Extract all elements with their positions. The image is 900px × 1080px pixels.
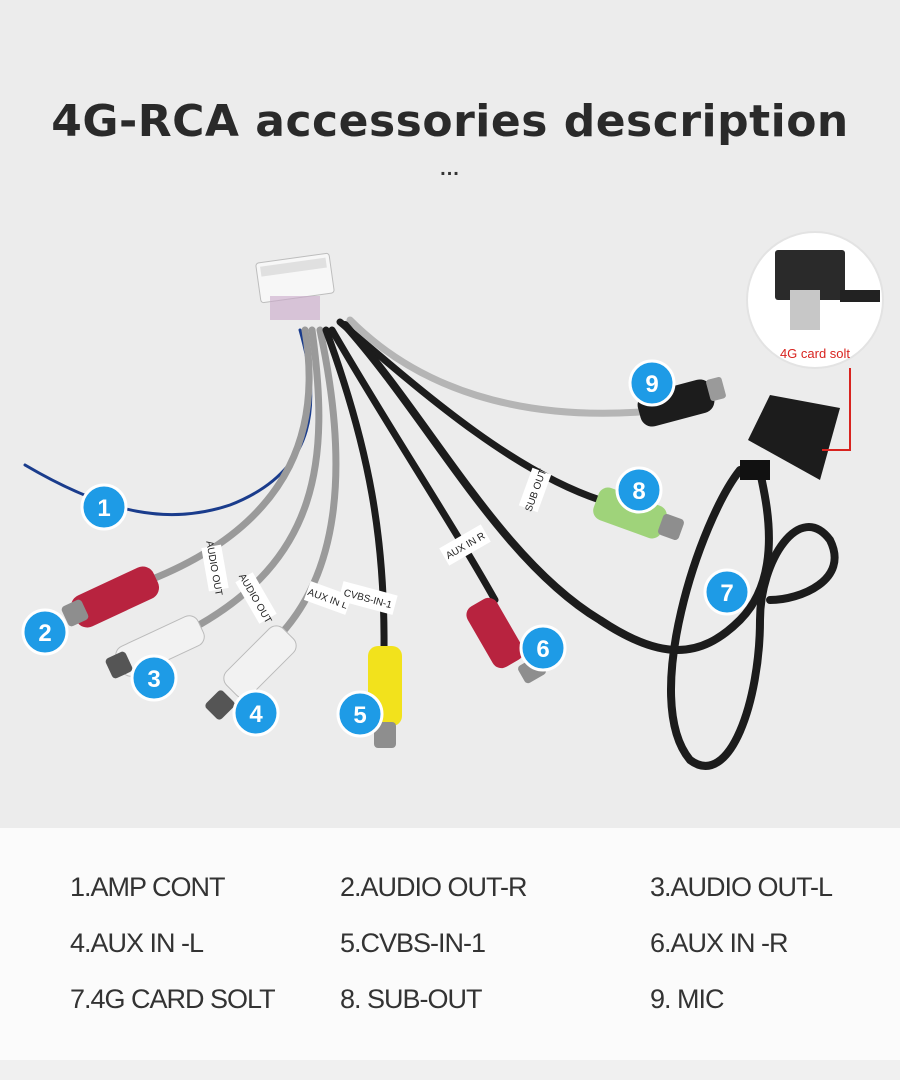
wire-aux-in-l xyxy=(266,326,340,649)
badge-2: 2 xyxy=(21,608,69,656)
wire-audio-out-l xyxy=(186,326,323,634)
badge-5: 5 xyxy=(336,690,384,738)
legend-item-amp-cont: 1.AMP CONT xyxy=(70,872,226,902)
svg-text:1: 1 xyxy=(97,495,110,522)
legend-item-cvbs-in-1: 5.CVBS-IN-1 xyxy=(340,928,486,958)
legend-item-4g-card-solt: 7.4G CARD SOLT xyxy=(70,984,276,1014)
rca-red-audio-out-r xyxy=(61,566,160,628)
title-dots: ... xyxy=(440,158,460,180)
badge-3: 3 xyxy=(130,654,178,702)
4g-card-callout: 4G card solt xyxy=(746,231,884,451)
svg-text:6: 6 xyxy=(536,636,549,663)
svg-text:3: 3 xyxy=(147,666,160,693)
4g-module-box xyxy=(740,395,840,480)
page-title: 4G-RCA accessories description xyxy=(51,96,849,147)
badge-8: 8 xyxy=(615,466,663,514)
harness-connector xyxy=(255,252,335,320)
wire-aux-in-r xyxy=(328,326,499,604)
badge-9: 9 xyxy=(628,359,676,407)
svg-text:4G card solt: 4G card solt xyxy=(780,346,850,361)
wire-mic xyxy=(346,316,644,417)
label-tag-aux-in-r: AUX IN R xyxy=(439,524,491,566)
legend-panel: 1.AMP CONT 2.AUDIO OUT-R 3.AUDIO OUT-L 4… xyxy=(0,828,900,1060)
label-tag-cvbs: CVBS-IN-1 xyxy=(338,581,398,615)
wire-4g xyxy=(341,321,773,654)
svg-text:7: 7 xyxy=(720,580,733,607)
legend-item-mic: 9. MIC xyxy=(650,984,725,1014)
wire-sub-out xyxy=(336,318,604,504)
svg-text:8: 8 xyxy=(632,478,645,505)
legend-item-aux-in-r: 6.AUX IN -R xyxy=(650,928,789,958)
badge-7: 7 xyxy=(703,568,751,616)
badge-1: 1 xyxy=(80,483,128,531)
bottom-strip xyxy=(0,1060,900,1080)
wire-4g-loop xyxy=(667,466,839,770)
legend-item-audio-out-l: 3.AUDIO OUT-L xyxy=(650,872,833,902)
svg-text:4: 4 xyxy=(249,701,263,728)
svg-text:5: 5 xyxy=(353,702,366,729)
legend-item-sub-out: 8. SUB-OUT xyxy=(340,984,483,1014)
wire-amp-cont xyxy=(23,328,313,517)
svg-text:9: 9 xyxy=(645,371,658,398)
badge-4: 4 xyxy=(232,689,280,737)
legend-item-audio-out-r: 2.AUDIO OUT-R xyxy=(340,872,528,902)
legend-item-aux-in-l: 4.AUX IN -L xyxy=(70,928,204,958)
badge-6: 6 xyxy=(519,624,567,672)
label-tag-audio-out-r: AUDIO OUT xyxy=(201,540,229,597)
label-tag-sub-out: SUB OUT xyxy=(518,468,552,513)
cable-diagram: AUDIO OUT AUDIO OUT AUX IN L CVBS-IN-1 A… xyxy=(21,231,884,770)
svg-text:2: 2 xyxy=(38,620,51,647)
rca-green-sub-out xyxy=(593,487,684,540)
rca-white-aux-in-l xyxy=(205,625,297,720)
